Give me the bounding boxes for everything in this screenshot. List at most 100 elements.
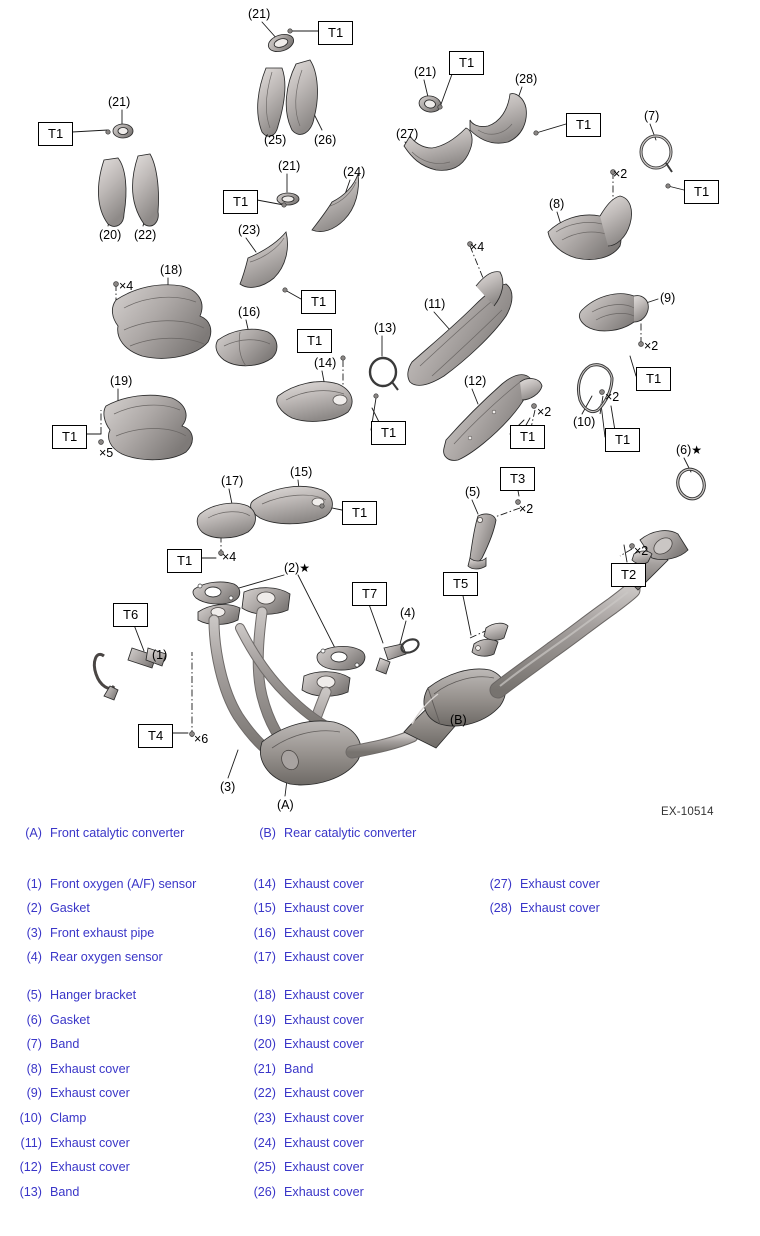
legend-row: (4) Rear oxygen sensor (17) Exhaust cover (0, 950, 760, 975)
torque-spec-box-t1[interactable]: T1 (297, 329, 333, 353)
legend-part-name: Exhaust cover (284, 1184, 364, 1199)
torque-spec-box-t2[interactable]: T2 (611, 563, 647, 587)
torque-spec-box-t1[interactable]: T1 (605, 428, 641, 452)
figure-reference-code: EX-10514 (661, 806, 714, 818)
assembly-a-name: Front catalytic converter (50, 826, 185, 840)
legend-part-number: (4) (26, 950, 42, 965)
torque-spec-box-t1[interactable]: T1 (167, 549, 203, 573)
legend-part-name: Band (50, 1184, 80, 1199)
legend-part-number: (28) (489, 901, 512, 916)
part-callout-11: (11) (424, 297, 446, 311)
legend-part-number: (21) (253, 1061, 276, 1076)
legend-part-number: (1) (26, 876, 42, 891)
quantity-multiplier: ×6 (194, 732, 209, 746)
legend-part-name: Hanger bracket (50, 987, 137, 1002)
legend-part-number: (8) (26, 1061, 42, 1076)
torque-spec-box-t4[interactable]: T4 (138, 724, 174, 748)
torque-spec-box-t1[interactable]: T1 (566, 113, 602, 137)
torque-spec-box-t1[interactable]: T1 (52, 425, 88, 449)
legend-part-number: (25) (253, 1160, 276, 1175)
torque-spec-box-t1[interactable]: T1 (636, 367, 672, 391)
torque-spec-box-t1[interactable]: T1 (684, 180, 720, 204)
torque-spec-box-t1[interactable]: T1 (342, 501, 378, 525)
part-callout-15: (15) (290, 465, 313, 479)
torque-spec-box-t1[interactable]: T1 (510, 425, 546, 449)
legend-part-name: Clamp (50, 1110, 87, 1125)
legend-part-number: (23) (253, 1110, 276, 1125)
part-callout-7: (7) (644, 109, 660, 123)
part-callout-21: (21) (278, 159, 301, 173)
torque-spec-box-t7[interactable]: T7 (352, 582, 388, 606)
legend-part-number: (20) (253, 1037, 276, 1052)
part-callout-16: (16) (238, 305, 261, 319)
legend-part-name: Exhaust cover (284, 1037, 364, 1052)
legend-part-number: (26) (253, 1184, 276, 1199)
torque-spec-box-t6[interactable]: T6 (113, 603, 149, 627)
legend-part-name: Band (50, 1037, 80, 1052)
legend-row: (11) Exhaust cover (24) Exhaust cover (0, 1136, 760, 1161)
legend-assembly-row: (A) Front catalytic converter (B) Rear c… (0, 826, 760, 851)
torque-spec-box-t3[interactable]: T3 (500, 467, 536, 491)
part-callout-28: (28) (515, 72, 538, 86)
legend-part-name: Exhaust cover (284, 876, 364, 891)
legend-part-name: Exhaust cover (284, 1135, 364, 1150)
legend-spacer-row (0, 975, 760, 988)
torque-spec-box-t1[interactable]: T1 (38, 122, 74, 146)
legend-part-number: (17) (253, 950, 276, 965)
part-callout-1: (1) (152, 648, 168, 662)
legend-row: (12)Exhaust cover(25)Exhaust cover (0, 1160, 760, 1185)
legend-part-name: Exhaust cover (284, 901, 364, 916)
quantity-multiplier: ×2 (644, 339, 659, 353)
legend-part-name: Rear oxygen sensor (50, 950, 163, 965)
parts-legend: (A) Front catalytic converter (B) Rear c… (0, 826, 760, 1209)
torque-spec-box-t1[interactable]: T1 (318, 21, 354, 45)
legend-part-name: Front oxygen (A/F) sensor (50, 876, 197, 891)
part-callout-23: (23) (238, 223, 261, 237)
legend-row: (8) Exhaust cover (21) Band (0, 1062, 760, 1087)
legend-row: (3)Front exhaust pipe(16)Exhaust cover (0, 926, 760, 951)
quantity-multiplier: ×2 (634, 544, 649, 558)
part-callout-3: (3) (220, 780, 236, 794)
torque-spec-box-t5[interactable]: T5 (443, 572, 479, 596)
legend-part-number: (6) (26, 1012, 42, 1027)
torque-spec-box-t1[interactable]: T1 (223, 190, 259, 214)
part-callout-14: (14) (314, 356, 337, 370)
part-callout-4: (4) (400, 606, 416, 620)
legend-row: (13)Band(26)Exhaust cover (0, 1185, 760, 1210)
legend-part-number: (24) (253, 1135, 276, 1150)
legend-part-name: Exhaust cover (50, 1135, 130, 1150)
part-callout-A: (A) (277, 798, 294, 812)
quantity-multiplier: ×4 (470, 240, 485, 254)
callout-number: (6) (676, 443, 692, 457)
legend-spacer (0, 851, 760, 864)
part-callout-13: (13) (374, 321, 397, 335)
quantity-multiplier: ×5 (99, 446, 114, 460)
part-callout-12: (12) (464, 374, 487, 388)
quantity-multiplier: ×4 (222, 550, 237, 564)
part-callout-27: (27) (396, 127, 419, 141)
diagram-artwork (71, 21, 706, 797)
quantity-multiplier: ×2 (613, 167, 628, 181)
torque-spec-box-t1[interactable]: T1 (371, 421, 407, 445)
torque-spec-box-t1[interactable]: T1 (449, 51, 485, 75)
part-callout-26: (26) (314, 133, 337, 147)
legend-part-number: (22) (253, 1086, 276, 1101)
legend-part-name: Exhaust cover (284, 987, 364, 1002)
part-callout-19: (19) (110, 374, 133, 388)
part-callout-10: (10) (573, 415, 596, 429)
part-callout-5: (5) (465, 485, 481, 499)
legend-part-name: Exhaust cover (284, 950, 364, 965)
torque-spec-box-t1[interactable]: T1 (301, 290, 337, 314)
exploded-parts-diagram: (21)(21)(21)(28)(27)(7)(25)(26)(20)(22)(… (38, 8, 720, 818)
legend-row: (10)Clamp(23)Exhaust cover (0, 1111, 760, 1136)
legend-part-name: Gasket (50, 901, 90, 916)
legend-spacer-2 (0, 864, 760, 877)
legend-row: (5)Hanger bracket(18)Exhaust cover (0, 988, 760, 1013)
legend-part-number: (11) (20, 1135, 42, 1150)
quantity-multiplier: ×2 (605, 390, 620, 404)
legend-part-name: Band (284, 1061, 314, 1076)
legend-row: (1)Front oxygen (A/F) sensor(14)Exhaust … (0, 877, 760, 902)
legend-part-name: Exhaust cover (50, 1061, 130, 1076)
legend-row: (9)Exhaust cover(22)Exhaust cover (0, 1086, 760, 1111)
